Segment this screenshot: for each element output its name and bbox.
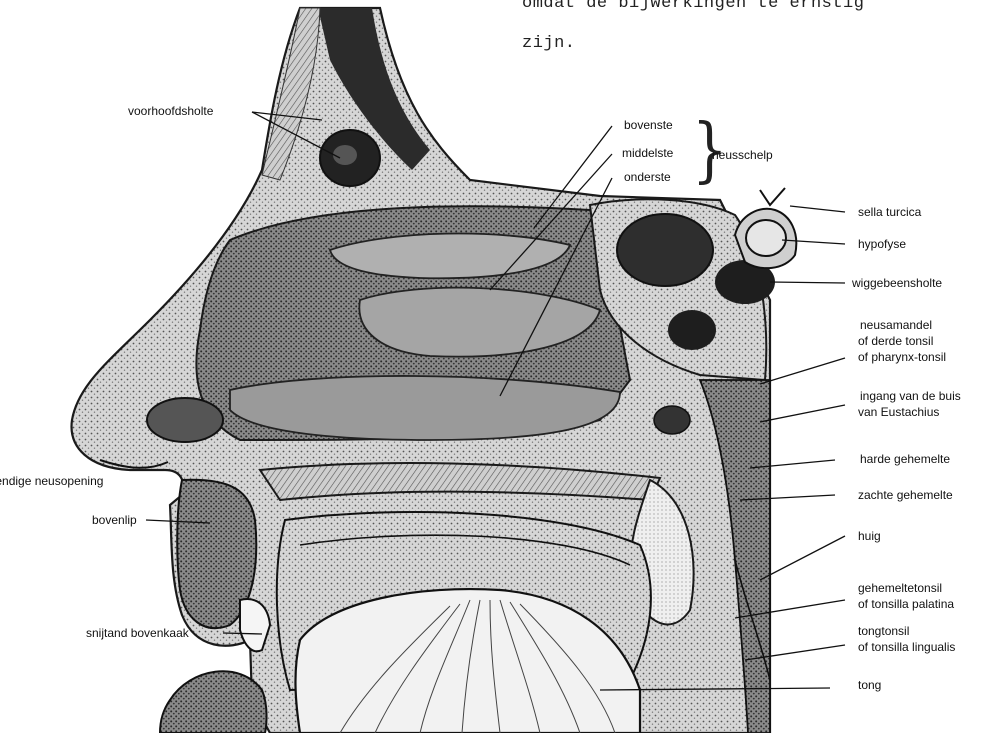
label-hypofyse: hypofyse — [858, 237, 906, 251]
pituitary — [746, 220, 786, 256]
label-bovenlip: bovenlip — [92, 513, 137, 527]
sphenoid-sinus — [617, 214, 713, 286]
label-ingang-1: ingang van de buis — [860, 389, 961, 403]
lower-lip — [160, 671, 267, 733]
label-huig: huig — [858, 529, 881, 543]
label-ingang-2: van Eustachius — [858, 405, 939, 419]
label-tongtonsil-2: of tonsilla lingualis — [858, 640, 955, 654]
header-line-2: zijn. — [522, 34, 576, 53]
eustachian-opening — [654, 406, 690, 434]
label-uitwendige-neusopening: uitwendige neusopening — [0, 474, 103, 488]
label-tongtonsil-1: tongtonsil — [858, 624, 909, 638]
label-neusamandel-3: of pharynx-tonsil — [858, 350, 946, 364]
label-onderste: onderste — [624, 170, 671, 184]
label-gehemeltetonsil-2: of tonsilla palatina — [858, 597, 954, 611]
label-voorhoofdsholte: voorhoofdsholte — [128, 104, 213, 118]
header-line-1: omdat de bijwerkingen te ernstig — [522, 0, 864, 13]
label-sella-turcica: sella turcica — [858, 205, 921, 219]
label-neusamandel-1: neusamandel — [860, 318, 932, 332]
label-neusschelp: neusschelp — [712, 148, 773, 162]
label-zachte-gehemelte: zachte gehemelte — [858, 488, 953, 502]
lower-turbinate — [230, 376, 620, 440]
nostril — [147, 398, 223, 442]
label-middelste: middelste — [622, 146, 673, 160]
label-harde-gehemelte: harde gehemelte — [860, 452, 950, 466]
label-snijtand-bovenkaak: snijtand bovenkaak — [86, 626, 189, 640]
label-bovenste: bovenste — [624, 118, 673, 132]
label-neusamandel-2: of derde tonsil — [858, 334, 933, 348]
label-gehemeltetonsil-1: gehemeltetonsil — [858, 581, 942, 595]
label-wiggebeensholte: wiggebeensholte — [852, 276, 942, 290]
label-tong: tong — [858, 678, 881, 692]
